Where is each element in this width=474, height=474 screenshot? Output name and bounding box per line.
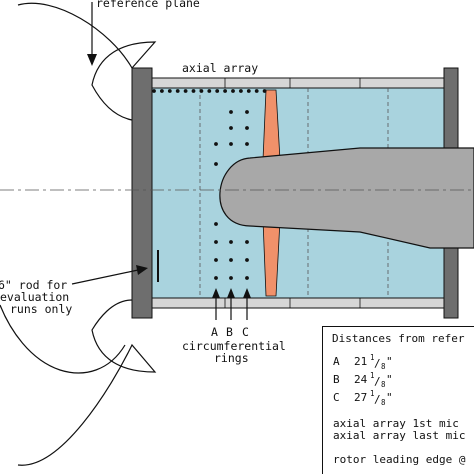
upper-wall	[149, 77, 447, 89]
left-flange	[131, 67, 153, 319]
axial-mic-dot	[239, 89, 243, 93]
svg-text:27: 27	[354, 391, 367, 404]
inlet-bellmouth-outer	[0, 304, 126, 374]
axial-mic-dot	[152, 89, 156, 93]
ring-c-label: C	[242, 325, 249, 339]
inlet-bellmouth	[17, 2, 157, 121]
inlet-bellmouth-lower	[17, 299, 157, 466]
rod-label-line3: runs only	[10, 302, 72, 316]
axial-mic-dot	[223, 89, 228, 93]
svg-text:": "	[386, 373, 393, 386]
ring-b-label: B	[226, 325, 233, 339]
axial-mic-dot	[207, 89, 212, 93]
svg-text:1: 1	[370, 353, 375, 362]
axial-mic-dot	[231, 89, 235, 93]
rod-arrow	[71, 269, 139, 285]
ring-mic-dot	[245, 276, 249, 280]
ring-mic-dot	[229, 126, 233, 130]
ring-mic-dot	[229, 240, 233, 244]
axial-mic-dot	[160, 89, 164, 93]
ring-a-label: A	[211, 325, 218, 339]
ring-mic-dot	[214, 276, 218, 280]
ring-arrows	[215, 296, 248, 320]
axial-array-label: axial array	[182, 61, 258, 75]
rod-label-line1: 6" rod for	[0, 278, 67, 292]
svg-text:1: 1	[370, 389, 375, 398]
svg-text:/: /	[374, 393, 381, 406]
legend-title: Distances from refer	[332, 332, 465, 345]
axial-mic-dot	[215, 89, 220, 93]
ring-mic-dot	[229, 142, 233, 146]
svg-text:8: 8	[381, 362, 386, 371]
ring-arrowheads	[212, 288, 251, 298]
axial-mic-dot	[254, 89, 259, 93]
ring-mic-dot	[245, 240, 249, 244]
axial-mic-dot	[262, 89, 267, 93]
svg-text:21: 21	[354, 355, 367, 368]
rod-arrowhead	[136, 265, 148, 275]
rings-label-line2: rings	[214, 351, 249, 365]
ring-mic-dot	[229, 258, 233, 262]
rings-label-line1: circumferential	[182, 339, 286, 353]
axial-mic-dot	[183, 89, 188, 93]
legend-axial-last: axial array last mic	[333, 429, 465, 442]
svg-text:8: 8	[381, 380, 386, 389]
reference-plane-arrowhead	[87, 54, 97, 66]
ring-mic-dot	[245, 258, 249, 262]
axial-array-mics	[152, 89, 267, 93]
wall-seams	[224, 78, 361, 308]
svg-text:": "	[386, 391, 393, 404]
rod-label-line2: evaluation	[0, 290, 69, 304]
axial-mic-dot	[175, 89, 180, 93]
axial-mic-dot	[246, 89, 251, 93]
ring-mic-dot	[245, 142, 249, 146]
svg-text:C: C	[333, 391, 340, 404]
svg-text:24: 24	[354, 373, 368, 386]
svg-text:B: B	[333, 373, 340, 386]
legend-rotor: rotor leading edge @	[333, 453, 466, 466]
axial-mic-dot	[167, 89, 172, 93]
svg-text:": "	[386, 355, 393, 368]
ring-mic-dot	[245, 110, 249, 114]
ring-mic-dot	[214, 162, 218, 166]
circumferential-ring-mics	[214, 110, 249, 280]
ring-mic-dot	[214, 142, 218, 146]
svg-text:/: /	[374, 357, 381, 370]
legend-entry-b: B 24 1 / 8 "	[333, 371, 393, 389]
svg-text:A: A	[333, 355, 340, 368]
axial-mic-dot	[199, 89, 204, 93]
ring-mic-dot	[214, 258, 218, 262]
ring-mic-dot	[229, 110, 233, 114]
legend-box: Distances from refer A 21 1 / 8 " B 24 1…	[322, 326, 474, 474]
ring-mic-dot	[229, 276, 233, 280]
legend-entry-a: A 21 1 / 8 "	[333, 353, 393, 371]
hub-nacelle	[219, 147, 474, 249]
lower-wall	[149, 297, 447, 309]
ring-mic-dot	[245, 126, 249, 130]
svg-text:/: /	[374, 375, 381, 388]
legend-axial-first: axial array 1st mic	[333, 417, 459, 430]
reference-plane-label: reference plane	[96, 0, 200, 10]
svg-text:1: 1	[370, 371, 375, 380]
svg-text:8: 8	[381, 398, 386, 407]
ring-mic-dot	[214, 240, 218, 244]
legend-entry-c: C 27 1 / 8 "	[333, 389, 393, 407]
axial-mic-dot	[191, 89, 196, 93]
ring-mic-dot	[214, 222, 218, 226]
